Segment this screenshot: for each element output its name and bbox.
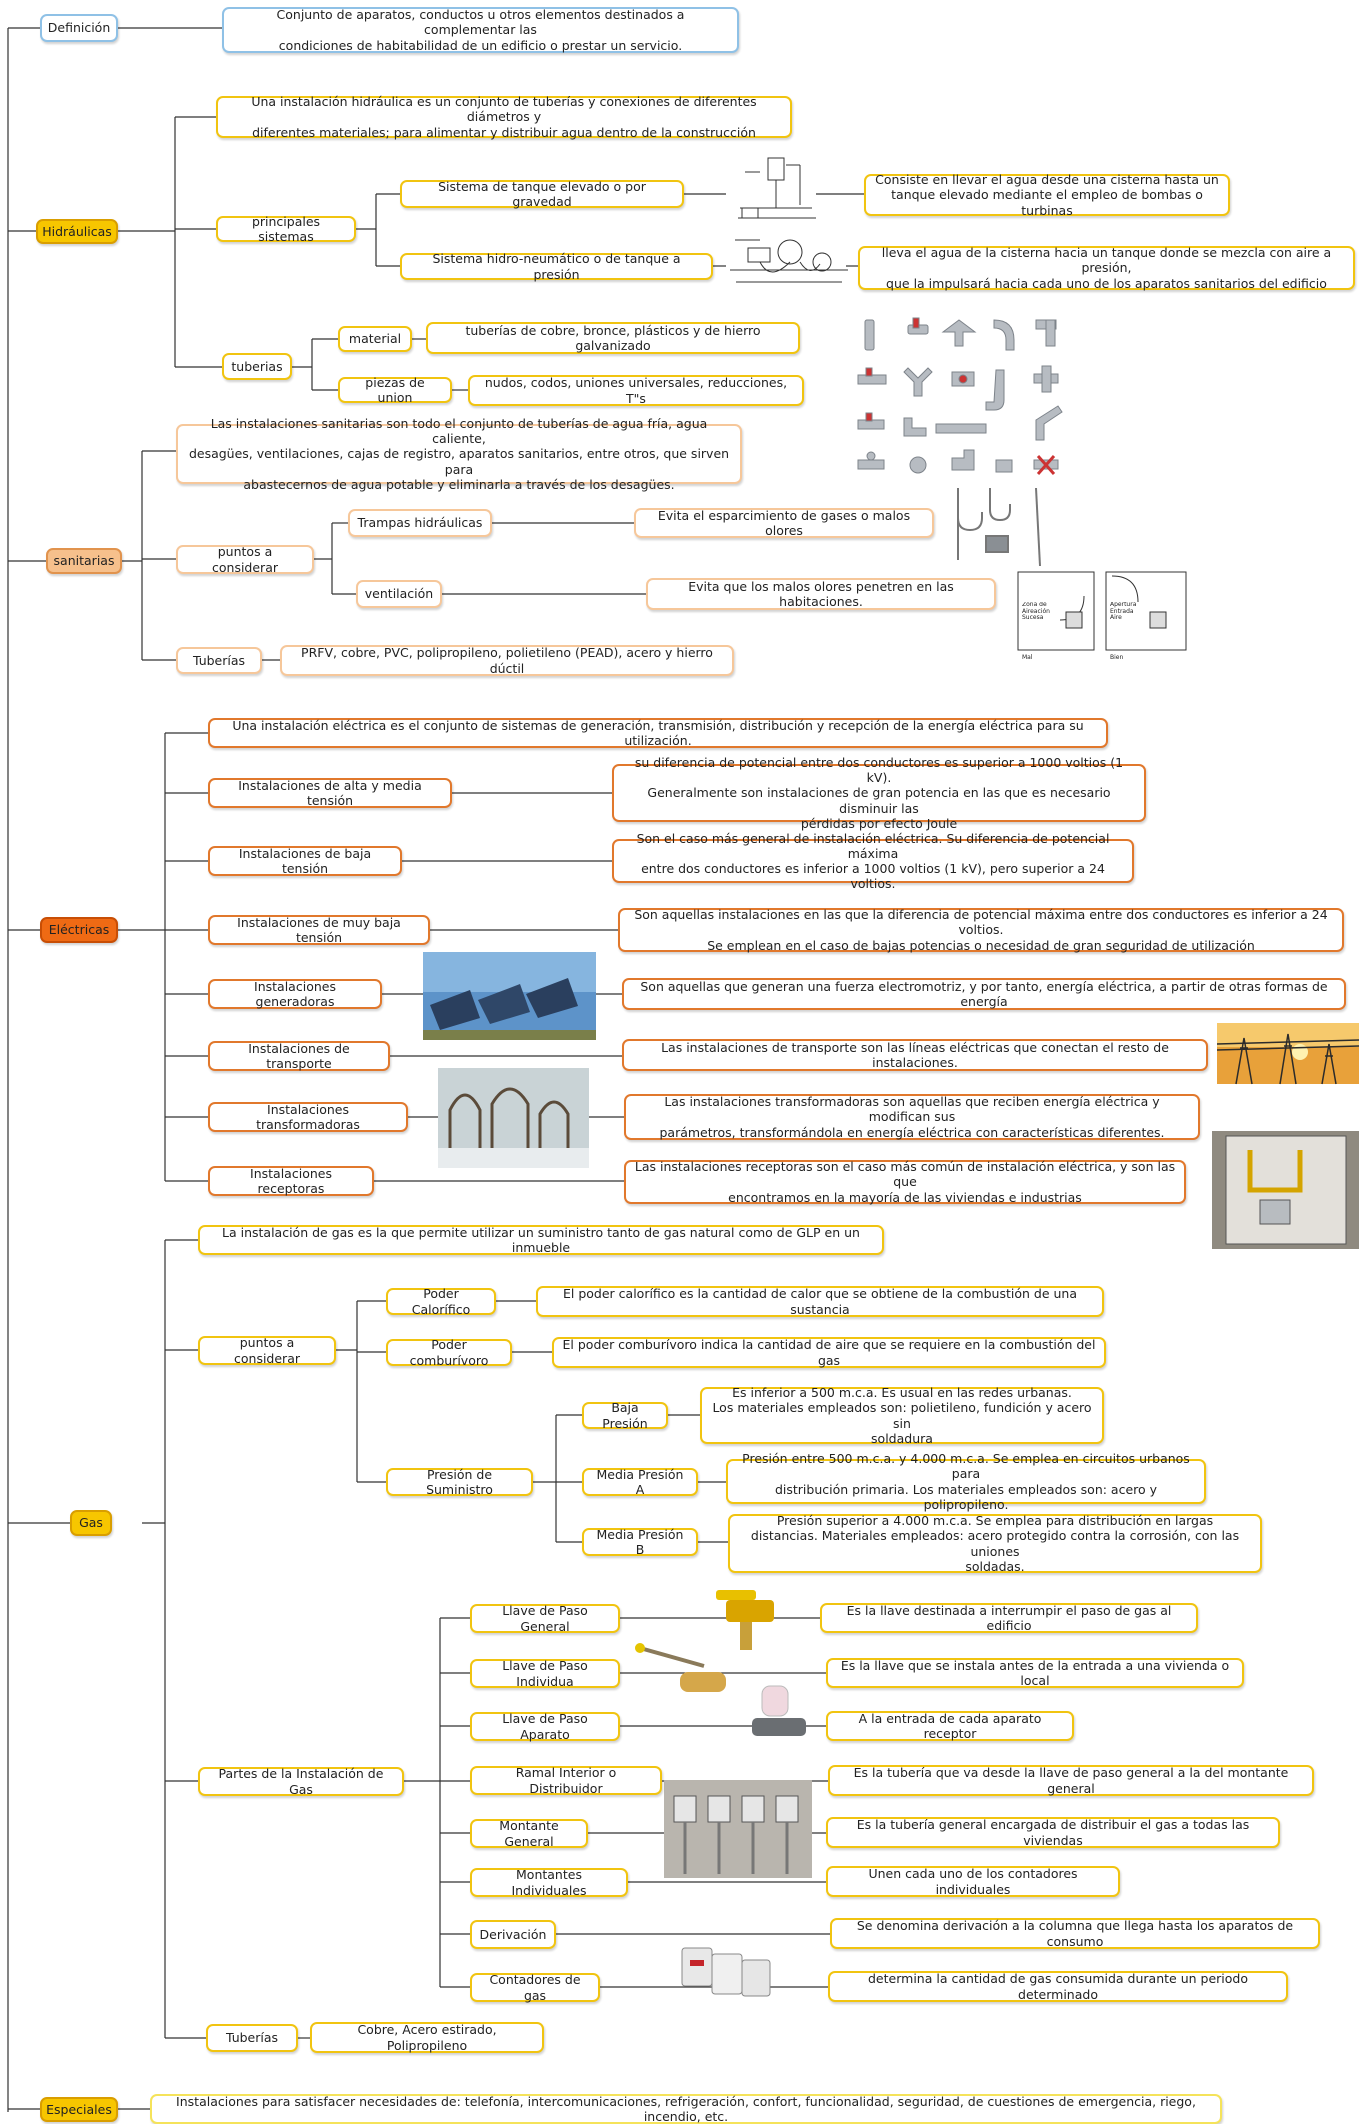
montante-general: Montante General	[470, 1818, 588, 1849]
sanitarias-intro: Las instalaciones sanitarias son todo el…	[176, 416, 742, 492]
sistema-tanque-elevado-desc: Consiste en llevar el agua desde una cis…	[864, 172, 1230, 218]
gas-meters-image	[681, 1947, 771, 1997]
hydropneumatic-sketch	[730, 239, 848, 283]
sistema-tanque-elevado: Sistema de tanque elevado o por gravedad	[400, 179, 684, 209]
poder-comburivoro-desc: El poder comburívoro indica la cantidad …	[552, 1337, 1106, 1368]
ventilation-plan-label-good: Apertura Entrada Aire	[1110, 602, 1137, 622]
elec-alta-media: Instalaciones de alta y media tensión	[208, 778, 452, 808]
gas-intro: La instalación de gas es la que permite …	[198, 1225, 884, 1255]
media-presion-a: Media Presión A	[582, 1467, 698, 1497]
sistema-hidroneumatico: Sistema hidro-neumático o de tanque a pr…	[400, 251, 713, 282]
ramal-interior: Ramal Interior o Distribuidor	[470, 1765, 662, 1796]
partes-instalacion-gas: Partes de la Instalación de Gas	[198, 1766, 404, 1797]
elec-generadoras-desc: Son aquellas que generan una fuerza elec…	[622, 978, 1346, 1010]
ventilacion-desc: Evita que los malos olores penetren en l…	[646, 578, 996, 610]
elevated-tank-sketch	[738, 157, 816, 219]
montante-general-desc: Es la tubería general encargada de distr…	[826, 1817, 1280, 1848]
transformer-substation-image	[438, 1068, 589, 1168]
baja-presion-desc: Es inferior a 500 m.c.a. Es usual en las…	[700, 1385, 1104, 1446]
media-presion-b: Media Presión B	[582, 1527, 698, 1557]
derivacion-desc: Se denomina derivación a la columna que …	[830, 1918, 1320, 1949]
hidraulicas-node: Hidráulicas	[36, 219, 118, 244]
material-node: material	[338, 326, 412, 352]
elec-muy-baja: Instalaciones de muy baja tensión	[208, 915, 430, 945]
sanitarias-node: sanitarias	[46, 548, 122, 574]
appliance-valve-image	[752, 1685, 806, 1736]
llave-paso-individual: Llave de Paso Individua	[470, 1658, 620, 1689]
principales-sistemas: principales sistemas	[216, 214, 356, 244]
elec-alta-media-desc: su diferencia de potencial entre dos con…	[612, 755, 1146, 831]
gas-node: Gas	[70, 1510, 112, 1536]
media-presion-b-desc: Presión superior a 4.000 m.c.a. Se emple…	[728, 1513, 1262, 1574]
presion-suministro: Presión de Suministro	[386, 1467, 533, 1497]
general-valve-image	[716, 1590, 774, 1650]
gas-tuberias: Tuberías	[206, 2024, 298, 2052]
llave-paso-individual-desc: Es la llave que se instala antes de la e…	[826, 1658, 1244, 1688]
ventilation-plan-caption-good: Bien	[1110, 654, 1124, 661]
elec-receptoras-desc: Las instalaciones receptoras son el caso…	[624, 1159, 1186, 1205]
media-presion-a-desc: Presión entre 500 m.c.a. y 4.000 m.c.a. …	[726, 1451, 1206, 1512]
contadores-gas: Contadores de gas	[470, 1972, 600, 2003]
llave-paso-aparato-desc: A la entrada de cada aparato receptor	[826, 1711, 1074, 1741]
electricas-intro: Una instalación eléctrica es el conjunto…	[208, 718, 1108, 748]
llave-paso-aparato: Llave de Paso Aparato	[470, 1711, 620, 1742]
poder-calorifico-desc: El poder calorífico es la cantidad de ca…	[536, 1286, 1104, 1317]
poder-comburivoro: Poder comburívoro	[386, 1337, 512, 1368]
definicion-node: Definición	[40, 14, 118, 42]
elec-receptoras: Instalaciones receptoras	[208, 1166, 374, 1196]
definicion-text: Conjunto de aparatos, conductos u otros …	[222, 7, 739, 53]
contadores-gas-desc: determina la cantidad de gas consumida d…	[828, 1971, 1288, 2002]
sanitarias-tuberias-desc: PRFV, cobre, PVC, polipropileno, polieti…	[280, 645, 734, 676]
ventilation-plan-caption-bad: Mal	[1022, 654, 1033, 661]
traps-image	[957, 487, 1041, 567]
llave-paso-general: Llave de Paso General	[470, 1603, 620, 1634]
montantes-individuales: Montantes Individuales	[470, 1867, 628, 1898]
elec-baja-desc: Son el caso más general de instalación e…	[612, 831, 1134, 891]
ventilation-plans	[1017, 571, 1187, 651]
gas-puntos: puntos a considerar	[198, 1335, 336, 1366]
poder-calorifico: Poder Calorífico	[386, 1286, 496, 1317]
gas-tuberias-desc: Cobre, Acero estirado, Polipropileno	[310, 2022, 544, 2053]
tuberias-hidraulicas: tuberias	[222, 353, 292, 380]
llave-paso-general-desc: Es la llave destinada a interrumpir el p…	[820, 1603, 1198, 1633]
elec-generadoras: Instalaciones generadoras	[208, 979, 382, 1009]
piezas-union-desc: nudos, codos, uniones universales, reduc…	[468, 375, 804, 406]
trampas-hidraulicas: Trampas hidráulicas	[348, 509, 492, 537]
montantes-individuales-desc: Unen cada uno de los contadores individu…	[826, 1866, 1120, 1897]
sanitarias-puntos: puntos a considerar	[176, 544, 314, 575]
ventilation-plan-label-bad: Zona de Aireación Sucesa	[1022, 602, 1050, 622]
elec-transformadoras: Instalaciones transformadoras	[208, 1102, 408, 1132]
elec-transporte-desc: Las instalaciones de transporte son las …	[622, 1039, 1208, 1071]
individual-valve-image	[635, 1643, 726, 1692]
elec-transporte: Instalaciones de transporte	[208, 1041, 390, 1071]
hidraulicas-intro: Una instalación hidráulica es un conjunt…	[216, 94, 792, 140]
derivacion: Derivación	[470, 1920, 556, 1949]
solar-panels-image	[423, 952, 596, 1040]
ramal-interior-desc: Es la tubería que va desde la llave de p…	[828, 1765, 1314, 1796]
especiales-text: Instalaciones para satisfacer necesidade…	[150, 2094, 1222, 2124]
baja-presion: Baja Presión	[582, 1400, 668, 1431]
electricas-node: Eléctricas	[40, 917, 118, 943]
elec-transformadoras-desc: Las instalaciones transformadoras son aq…	[624, 1094, 1200, 1140]
material-desc: tuberías de cobre, bronce, plásticos y d…	[426, 322, 800, 354]
elec-baja: Instalaciones de baja tensión	[208, 846, 402, 876]
meters-row-image	[664, 1780, 812, 1878]
elec-muy-baja-desc: Son aquellas instalaciones en las que la…	[618, 907, 1344, 953]
especiales-node: Especiales	[40, 2097, 118, 2122]
sanitarias-tuberias: Tuberías	[176, 647, 262, 674]
transmission-towers-image	[1216, 1023, 1359, 1085]
sistema-hidroneumatico-desc: lleva el agua de la cisterna hacia un ta…	[858, 245, 1355, 291]
pipe-fittings-image	[857, 317, 1063, 475]
gas-cabinet-image	[1212, 1131, 1359, 1249]
piezas-union: piezas de union	[338, 375, 452, 405]
trampas-desc: Evita el esparcimiento de gases o malos …	[634, 508, 934, 538]
ventilacion-node: ventilación	[356, 580, 442, 608]
